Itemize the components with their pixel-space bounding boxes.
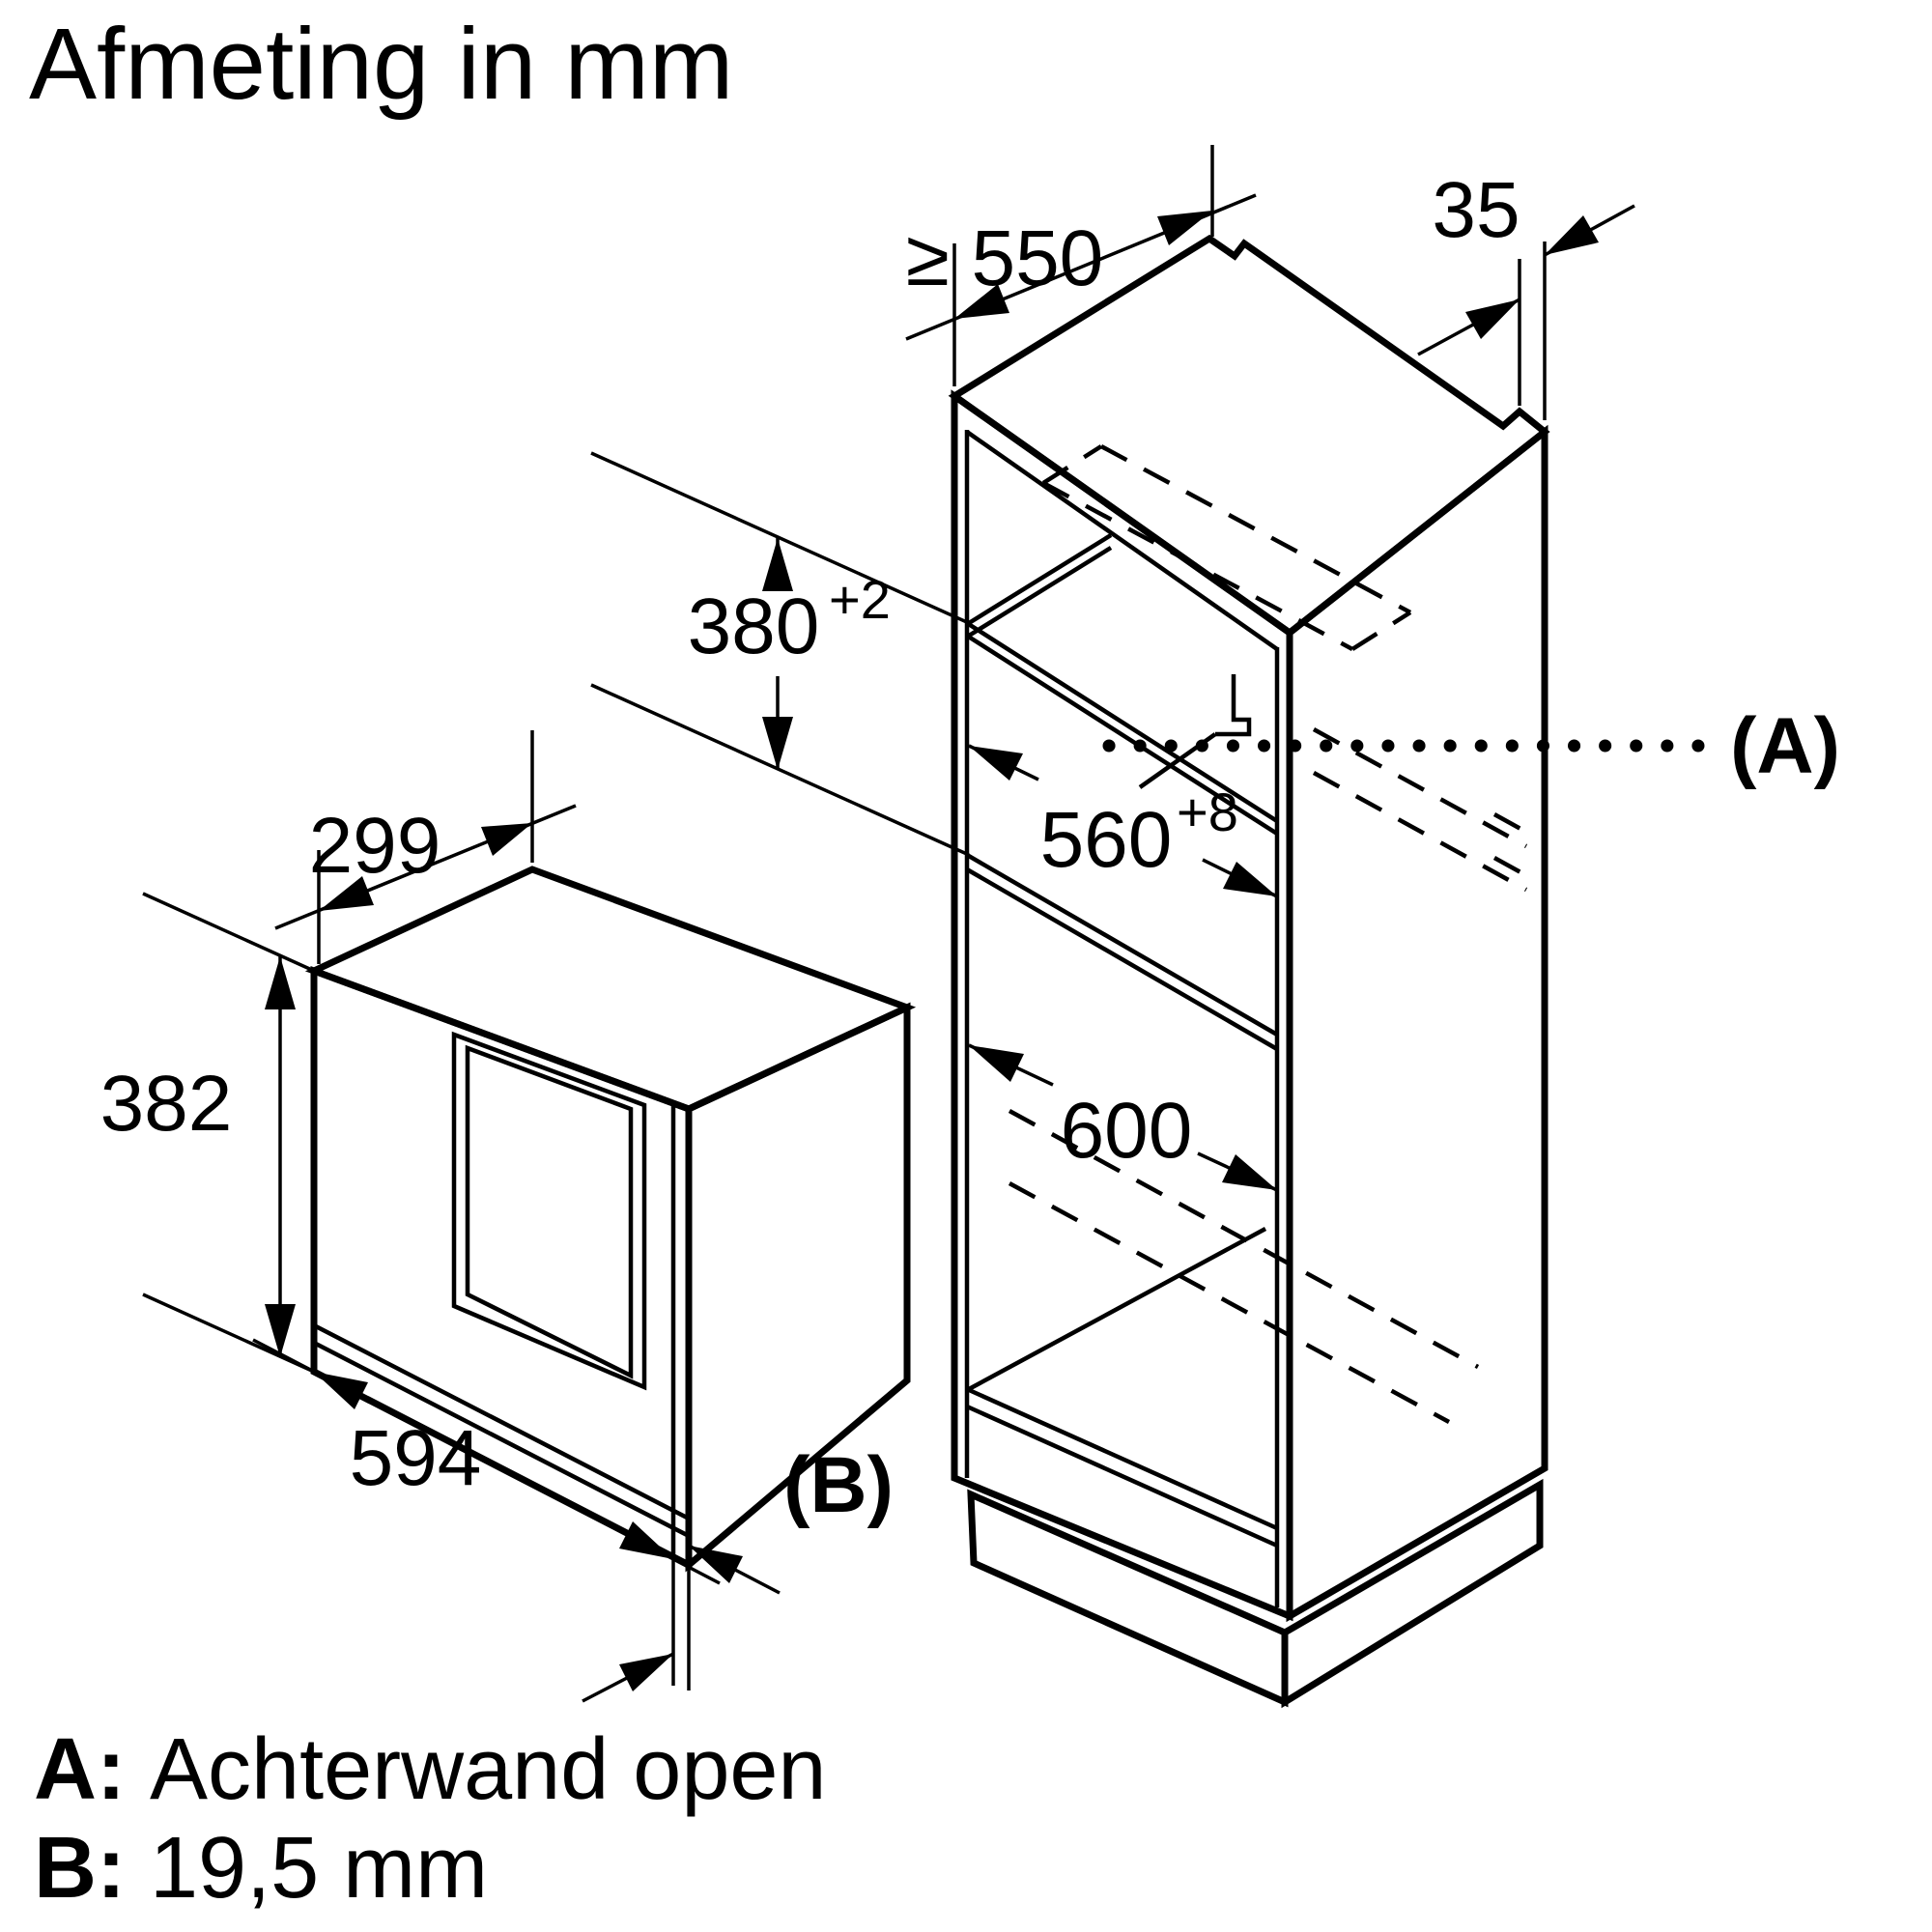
arrowhead — [1545, 215, 1599, 255]
extension-line — [952, 145, 1214, 386]
arrowhead — [689, 1546, 743, 1583]
arrowhead — [481, 823, 532, 856]
arrowhead — [762, 717, 793, 770]
dimension-microwave-depth: 299 — [274, 730, 577, 964]
dim-label-cabinet-depth: ≥ 550 — [906, 214, 1104, 302]
niche-floor-front-edge — [965, 853, 1279, 1051]
microwave-top-face — [304, 866, 917, 1113]
dimension-line — [582, 1544, 781, 1703]
extension-line — [317, 730, 534, 964]
dimension-rear-gap: 35 — [1417, 166, 1635, 420]
dim-label-niche-width-tolerance: +8 — [1177, 781, 1238, 842]
microwave-window-outer — [451, 1031, 647, 1391]
legend-b-key: B: — [34, 1820, 126, 1917]
legend-a-key: A: — [34, 1721, 126, 1818]
microwave-side-face — [685, 1002, 911, 1573]
cabinet-floor-front-edge — [966, 1386, 1278, 1548]
arrowhead — [969, 746, 1023, 781]
legend-b-value: 19,5 mm — [150, 1820, 488, 1917]
microwave-window-inner — [465, 1044, 634, 1379]
arrowhead — [319, 876, 374, 911]
dimension-niche-width: 560 +8 — [968, 744, 1278, 898]
arrowhead — [1157, 211, 1212, 245]
dimension-microwave-width: 594 — [252, 1338, 721, 1585]
dim-label-microwave-width: 594 — [350, 1414, 482, 1502]
cabinet-top-rail-inner — [965, 430, 1279, 651]
cable-hook — [1215, 674, 1252, 737]
callout-a-label: (A) — [1730, 702, 1840, 790]
dimension-microwave-height: 382 — [100, 892, 315, 1374]
dimension-lower-opening: 600 — [968, 1043, 1278, 1192]
niche-ceiling-side-edge — [967, 533, 1113, 638]
arrowhead — [762, 538, 793, 591]
legend: A: Achterwand open B: 19,5 mm — [34, 1721, 827, 1917]
dimension-cabinet-depth: ≥ 550 — [905, 145, 1257, 386]
hidden-lower-rear-edges — [1008, 1109, 1480, 1424]
cabinet-front-face — [951, 389, 1293, 1622]
arrowhead — [314, 1372, 368, 1409]
callout-b-label: (B) — [783, 1441, 894, 1529]
dim-label-niche-height-tolerance: +2 — [829, 569, 891, 630]
arrowhead — [1465, 299, 1520, 339]
dim-label-microwave-depth: 299 — [309, 802, 441, 890]
legend-a-value: Achterwand open — [150, 1721, 827, 1818]
arrowhead — [1222, 1154, 1277, 1190]
dim-label-rear-gap: 35 — [1432, 166, 1520, 254]
microwave-control-strip — [312, 1323, 691, 1538]
niche-ceiling-front-edge — [965, 621, 1279, 836]
cabinet-side-face — [1286, 424, 1548, 1623]
arrowhead — [1223, 862, 1277, 896]
arrowhead — [619, 1654, 673, 1691]
cabinet-drawing — [948, 234, 1550, 1709]
callout-a: (A) — [1102, 702, 1840, 790]
extension-line — [590, 451, 970, 857]
cabinet-floor-side-edge — [967, 1227, 1267, 1391]
hidden-top-rear-edges — [1041, 444, 1412, 651]
dim-label-niche-height: 380 — [688, 582, 820, 670]
arrowhead — [954, 284, 1009, 319]
dim-label-niche-width: 560 — [1040, 796, 1173, 884]
arrowhead — [969, 1045, 1024, 1082]
extension-line — [1518, 242, 1547, 420]
arrowhead — [265, 956, 296, 1009]
arrowhead — [619, 1521, 673, 1559]
dim-label-microwave-height: 382 — [100, 1060, 233, 1148]
hidden-niche-rear-edges — [1312, 727, 1533, 892]
callout-b: (B) — [582, 1441, 894, 1703]
dim-label-lower-opening: 600 — [1061, 1087, 1193, 1175]
dimension-niche-height: 380 +2 — [590, 451, 970, 857]
extension-line — [671, 1559, 691, 1690]
plinth-side — [1281, 1478, 1544, 1709]
extension-line — [142, 892, 315, 1374]
arrowhead — [265, 1304, 296, 1357]
page-title: Afmeting in mm — [29, 8, 733, 121]
